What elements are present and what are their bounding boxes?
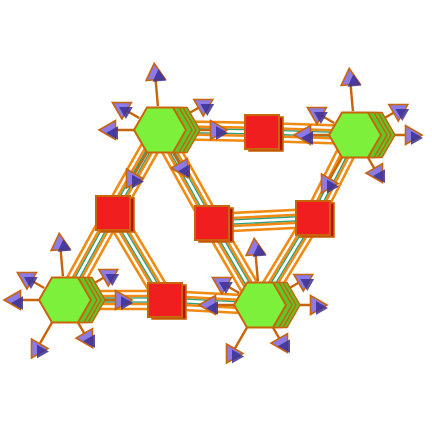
triangle-cap-shade	[395, 109, 410, 121]
cap-d-2	[244, 236, 267, 282]
triangle-cap-shade	[106, 126, 118, 140]
hexagon-node-b	[327, 111, 396, 159]
hexagon-node-a	[132, 106, 201, 154]
triangle-cap-shade	[105, 274, 120, 286]
cap-b-6	[364, 155, 385, 184]
cap-a-6	[169, 150, 190, 179]
square-face	[244, 114, 280, 150]
triangle-cap-layer	[2, 61, 424, 365]
cap-b-10	[292, 124, 331, 146]
triangle-cap-shade	[200, 104, 215, 116]
triangle-cap-shade	[37, 344, 49, 359]
cap-d-6	[269, 325, 290, 354]
square-face	[147, 282, 183, 318]
square-face	[95, 195, 131, 231]
triangle-cap-shade	[57, 239, 72, 252]
triangle-cap-shade	[252, 244, 267, 257]
triangle-cap-shade	[347, 74, 362, 87]
cap-a-0	[111, 101, 140, 121]
cap-b-0	[306, 106, 335, 126]
square-node-ac	[95, 195, 135, 233]
triangle-cap-shade	[316, 301, 328, 315]
cap-d-8	[225, 325, 250, 365]
triangle-cap-shade	[216, 126, 228, 140]
square-node-ab	[244, 114, 284, 152]
cap-b-2	[339, 66, 362, 112]
hexagon-node-d	[232, 281, 301, 329]
triangle-cap-shade	[219, 282, 233, 294]
cap-c-4	[85, 268, 120, 290]
square-node-cd	[147, 282, 187, 320]
cap-d-4	[280, 273, 315, 295]
cap-d-10	[197, 294, 236, 316]
triangle-cap-shade	[278, 339, 290, 353]
cap-d-0	[211, 276, 240, 296]
square-node-ad	[194, 205, 234, 243]
triangle-cap-shade	[83, 334, 95, 348]
triangle-cap-shade	[327, 179, 339, 194]
triangle-cap-shade	[24, 277, 38, 289]
cap-c-2	[49, 231, 72, 277]
triangle-cap-shade	[121, 296, 133, 310]
hexagon-face	[132, 106, 188, 154]
cap-c-8	[30, 320, 55, 360]
hexagon-face	[327, 111, 383, 159]
hexagon-face	[37, 276, 93, 324]
cap-a-8	[125, 150, 150, 190]
cap-c-6	[74, 320, 95, 349]
cap-c-0	[16, 271, 45, 291]
square-face	[295, 200, 331, 236]
cap-a-4	[180, 98, 215, 120]
cap-b-8	[320, 155, 345, 195]
triangle-cap-shade	[411, 131, 423, 145]
triangle-cap-shade	[232, 349, 244, 364]
triangle-cap-shade	[11, 296, 23, 310]
triangle-cap-shade	[300, 279, 315, 291]
triangle-cap-shade	[314, 112, 328, 124]
triangle-cap-shade	[132, 174, 144, 189]
square-face	[194, 205, 230, 241]
node-layer	[37, 106, 396, 329]
triangle-cap-shade	[373, 169, 385, 183]
triangle-cap-shade	[178, 164, 190, 178]
triangle-cap-shade	[301, 131, 313, 145]
cap-a-2	[144, 61, 167, 107]
triangle-cap-shade	[152, 69, 167, 82]
square-node-bd	[295, 200, 335, 238]
hexagon-face	[232, 281, 288, 329]
cap-a-10	[97, 119, 136, 141]
hexagon-node-c	[37, 276, 106, 324]
cap-c-10	[2, 289, 41, 311]
triangle-cap-shade	[119, 107, 133, 119]
triangle-cap-shade	[206, 301, 218, 315]
